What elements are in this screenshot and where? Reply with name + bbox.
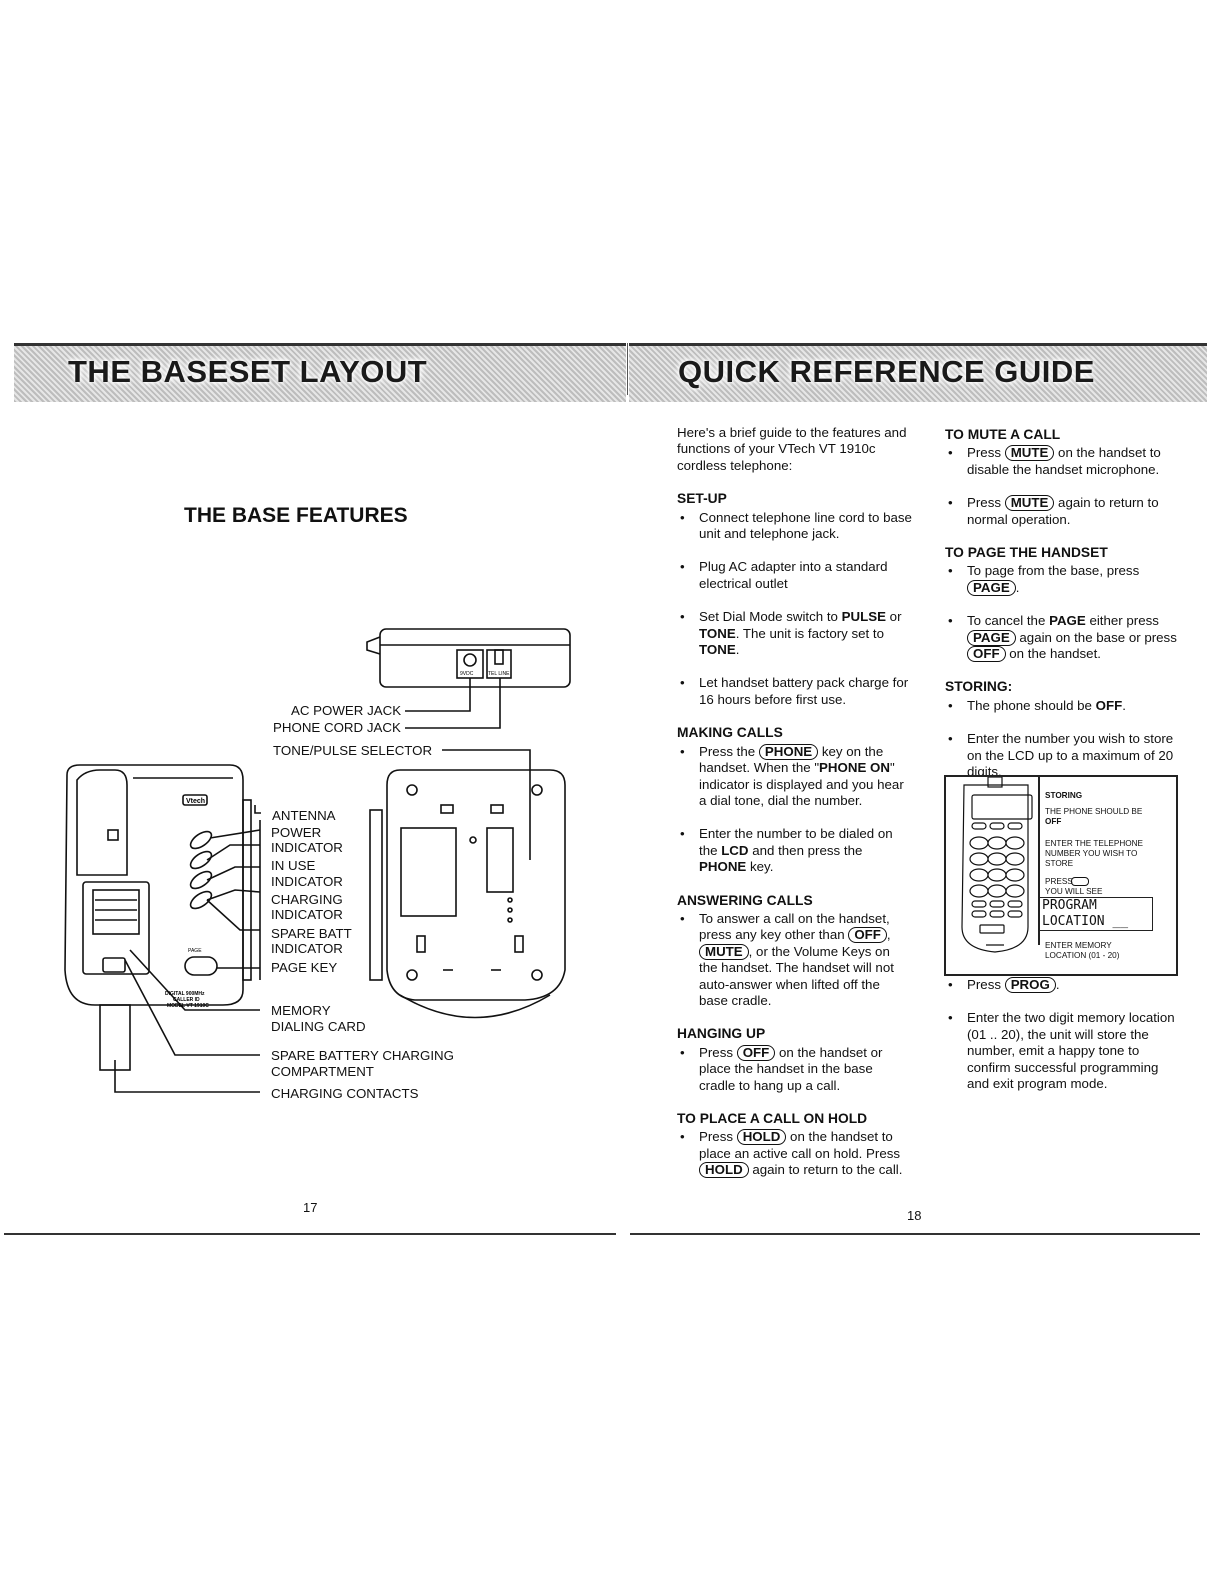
page-divider bbox=[627, 343, 628, 395]
label-spare-batt: SPARE BATT bbox=[271, 926, 352, 941]
page-small-label: PAGE bbox=[188, 948, 202, 954]
page-key: PAGE bbox=[967, 579, 1016, 596]
model-line-3: MODEL VT 1910C bbox=[167, 1003, 209, 1009]
brand-logo-text: Vtech bbox=[186, 798, 205, 805]
answering-heading: ANSWERING CALLS bbox=[677, 892, 813, 908]
label-memory: MEMORY bbox=[271, 1003, 331, 1018]
lcd-line-1: PROGRAM bbox=[1042, 898, 1097, 913]
setup-bullet-1: Connect telephone line cord to base unit… bbox=[677, 510, 912, 543]
quick-ref-column-1: Here's a brief guide to the features and… bbox=[677, 425, 912, 1179]
box-you-will-see: YOU WILL SEE bbox=[1045, 887, 1103, 896]
hold-heading: TO PLACE A CALL ON HOLD bbox=[677, 1111, 868, 1126]
storing-bullet-1: The phone should be OFF. bbox=[945, 698, 1177, 715]
label-charging: CHARGING bbox=[271, 892, 343, 907]
storing-bullet-4: Enter the two digit memory location (01 … bbox=[945, 1010, 1177, 1092]
label-spare-battery: SPARE BATTERY CHARGING bbox=[271, 1048, 454, 1063]
base-front-view bbox=[64, 764, 261, 1093]
hanging-bullet-1: Press OFF on the handset or place the ha… bbox=[677, 1044, 912, 1094]
right-header-title: QUICK REFERENCE GUIDE bbox=[678, 354, 1095, 389]
left-header-banner: THE BASESET LAYOUT bbox=[14, 343, 626, 402]
setup-bullet-4: Let handset battery pack charge for 16 h… bbox=[677, 675, 912, 708]
storing-illustration: STORING THE PHONE SHOULD BE OFF ENTER TH… bbox=[944, 775, 1178, 976]
box-number-you-wish: NUMBER YOU WISH TO bbox=[1045, 849, 1138, 858]
hold-bullet-1: Press HOLD on the handset to place an ac… bbox=[677, 1129, 912, 1179]
box-storing-title: STORING bbox=[1045, 791, 1083, 800]
storing-bullet-2: Enter the number you wish to store on th… bbox=[945, 731, 1177, 780]
page-number-right: 18 bbox=[907, 1208, 922, 1223]
model-line-1: DIGITAL 900MHz bbox=[165, 991, 205, 997]
label-in-use: IN USE bbox=[271, 858, 316, 873]
off-key: OFF bbox=[967, 646, 1006, 663]
hold-key: HOLD bbox=[736, 1129, 787, 1146]
bottom-rule-right bbox=[630, 1233, 1200, 1235]
label-ac-power-jack: AC POWER JACK bbox=[291, 703, 402, 718]
right-header-banner: QUICK REFERENCE GUIDE bbox=[629, 343, 1207, 402]
base-features-title: THE BASE FEATURES bbox=[184, 504, 408, 527]
setup-heading: SET-UP bbox=[677, 491, 727, 507]
storing-box-separator bbox=[1038, 777, 1040, 945]
box-enter-telephone: ENTER THE TELEPHONE bbox=[1045, 839, 1143, 848]
page-bullet-1: To page from the base, press PAGE. bbox=[945, 563, 1177, 596]
handset-illustration bbox=[961, 777, 1033, 953]
page-heading: TO PAGE THE HANDSET bbox=[945, 545, 1108, 561]
label-charging-sub: INDICATOR bbox=[271, 907, 343, 922]
label-phone-cord-jack: PHONE CORD JACK bbox=[273, 720, 401, 735]
storing-heading: STORING: bbox=[945, 679, 1013, 695]
mute-bullet-1: Press MUTE on the handset to disable the… bbox=[945, 445, 1177, 478]
answering-bullet-1: To answer a call on the handset, press a… bbox=[677, 911, 912, 1009]
lcd-line-2: LOCATION __ bbox=[1042, 914, 1129, 929]
page-bullet-2: To cancel the PAGE either press PAGE aga… bbox=[945, 613, 1177, 663]
quick-ref-column-2: TO MUTE A CALL Press MUTE on the handset… bbox=[945, 427, 1177, 781]
bottom-rule-left bbox=[4, 1233, 616, 1235]
phone-key: PHONE bbox=[758, 743, 819, 760]
label-power: POWER bbox=[271, 825, 322, 840]
base-side-view bbox=[366, 628, 571, 860]
storing-bullet-3: Press PROG. bbox=[945, 977, 1177, 994]
label-antenna: ANTENNA bbox=[272, 808, 336, 823]
label-tone-pulse-selector: TONE/PULSE SELECTOR bbox=[273, 743, 433, 758]
mute-key: MUTE bbox=[1004, 495, 1055, 512]
off-key: OFF bbox=[736, 1044, 776, 1061]
label-spare-battery-sub: COMPARTMENT bbox=[271, 1064, 374, 1079]
base-bottom-view bbox=[369, 769, 566, 1019]
box-enter-memory: ENTER MEMORY bbox=[1045, 941, 1112, 950]
making-bullet-1: Press the PHONE key on the handset. When… bbox=[677, 743, 912, 810]
mute-heading: TO MUTE A CALL bbox=[945, 427, 1061, 442]
quick-ref-column-2-bottom: Press PROG. Enter the two digit memory l… bbox=[945, 977, 1177, 1092]
hanging-up-heading: HANGING UP bbox=[677, 1026, 766, 1042]
mute-key: MUTE bbox=[1004, 445, 1055, 462]
making-calls-heading: MAKING CALLS bbox=[677, 725, 783, 741]
making-bullet-2: Enter the number to be dialed on the LCD… bbox=[677, 826, 912, 875]
prog-key: PROG bbox=[1004, 977, 1056, 993]
baseset-diagram: 9VDC TEL LINE Vtech PAGE DIGITAL 900MHz … bbox=[64, 628, 571, 1093]
mute-key: MUTE bbox=[699, 943, 749, 960]
label-in-use-sub: INDICATOR bbox=[271, 874, 343, 889]
setup-bullet-2: Plug AC adapter into a standard electric… bbox=[677, 559, 912, 592]
mute-bullet-2: Press MUTE again to return to normal ope… bbox=[945, 495, 1177, 528]
dc-jack-label: 9VDC bbox=[460, 671, 474, 677]
box-location-range: LOCATION (01 - 20) bbox=[1045, 951, 1120, 960]
label-spare-batt-sub: INDICATOR bbox=[271, 941, 343, 956]
box-press: PRESS bbox=[1045, 877, 1073, 886]
intro-text: Here's a brief guide to the features and… bbox=[677, 425, 907, 473]
lcd-display: PROGRAM LOCATION __ bbox=[1038, 897, 1153, 931]
left-header-title: THE BASESET LAYOUT bbox=[68, 354, 428, 389]
prog-key-icon bbox=[1071, 877, 1089, 886]
tel-line-label: TEL LINE bbox=[488, 671, 510, 677]
label-charging-contacts: CHARGING CONTACTS bbox=[271, 1086, 419, 1101]
page-key: PAGE bbox=[967, 629, 1016, 646]
page-number-left: 17 bbox=[303, 1200, 318, 1215]
box-phone-should-be: THE PHONE SHOULD BE bbox=[1045, 807, 1143, 816]
label-page-key: PAGE KEY bbox=[271, 960, 338, 975]
label-power-sub: INDICATOR bbox=[271, 840, 343, 855]
off-key: OFF bbox=[848, 927, 887, 944]
box-off: OFF bbox=[1045, 817, 1062, 826]
model-line-2: CALLER ID bbox=[173, 997, 200, 1003]
hold-key: HOLD bbox=[699, 1162, 749, 1179]
setup-bullet-3: Set Dial Mode switch to PULSE or TONE. T… bbox=[677, 609, 912, 658]
box-store: STORE bbox=[1045, 859, 1074, 868]
label-memory-sub: DIALING CARD bbox=[271, 1019, 366, 1034]
